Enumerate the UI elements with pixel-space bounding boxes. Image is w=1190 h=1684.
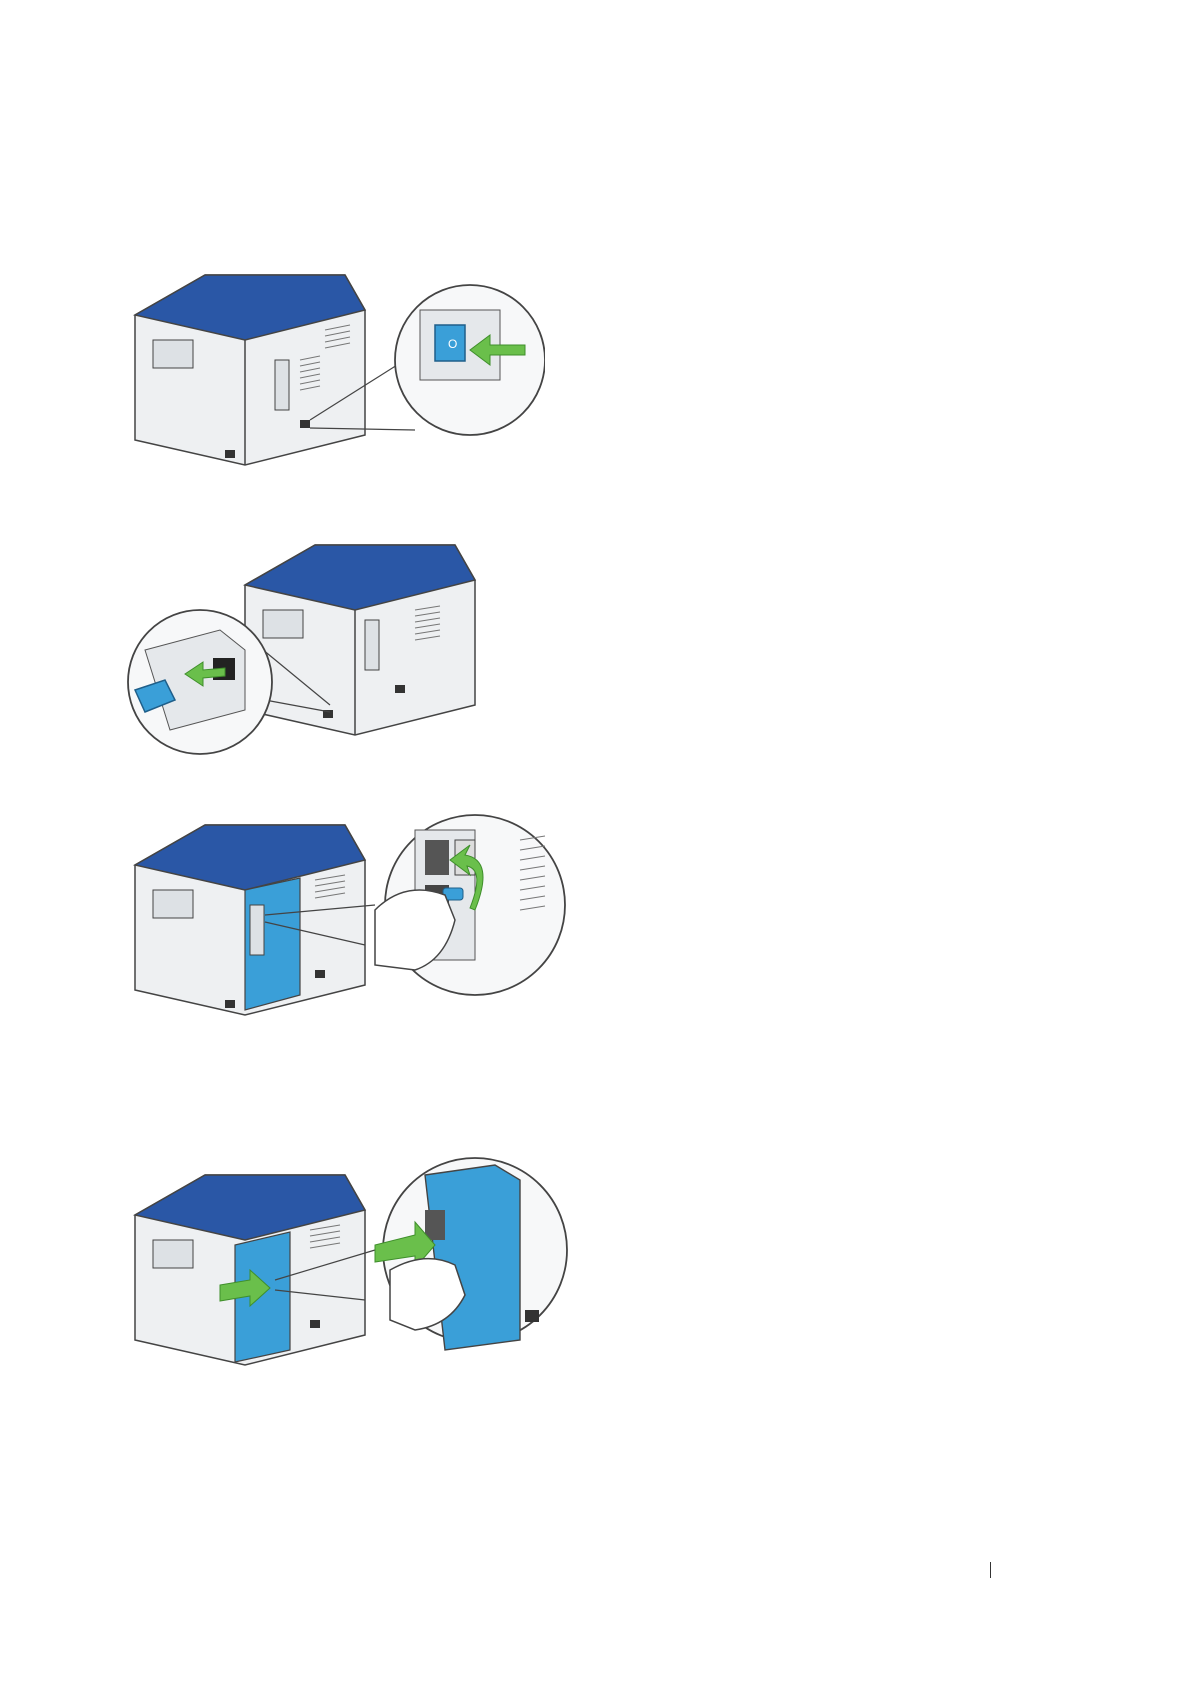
figure-remove-interface-cable bbox=[125, 800, 585, 1030]
figure-unplug-power-cord bbox=[125, 540, 545, 760]
printer-illustration bbox=[135, 275, 365, 465]
printer-illustration bbox=[245, 545, 475, 735]
svg-text:O: O bbox=[448, 337, 457, 351]
printer-illustration bbox=[135, 825, 365, 1015]
zoom-circle bbox=[375, 1158, 567, 1350]
figure-power-switch-off: O bbox=[125, 270, 545, 470]
figure-remove-side-cover bbox=[125, 1150, 585, 1380]
zoom-circle: O bbox=[395, 285, 545, 435]
printer-illustration bbox=[135, 1175, 365, 1365]
footer-divider bbox=[990, 1562, 991, 1578]
zoom-circle bbox=[128, 610, 272, 754]
zoom-circle bbox=[375, 815, 565, 995]
